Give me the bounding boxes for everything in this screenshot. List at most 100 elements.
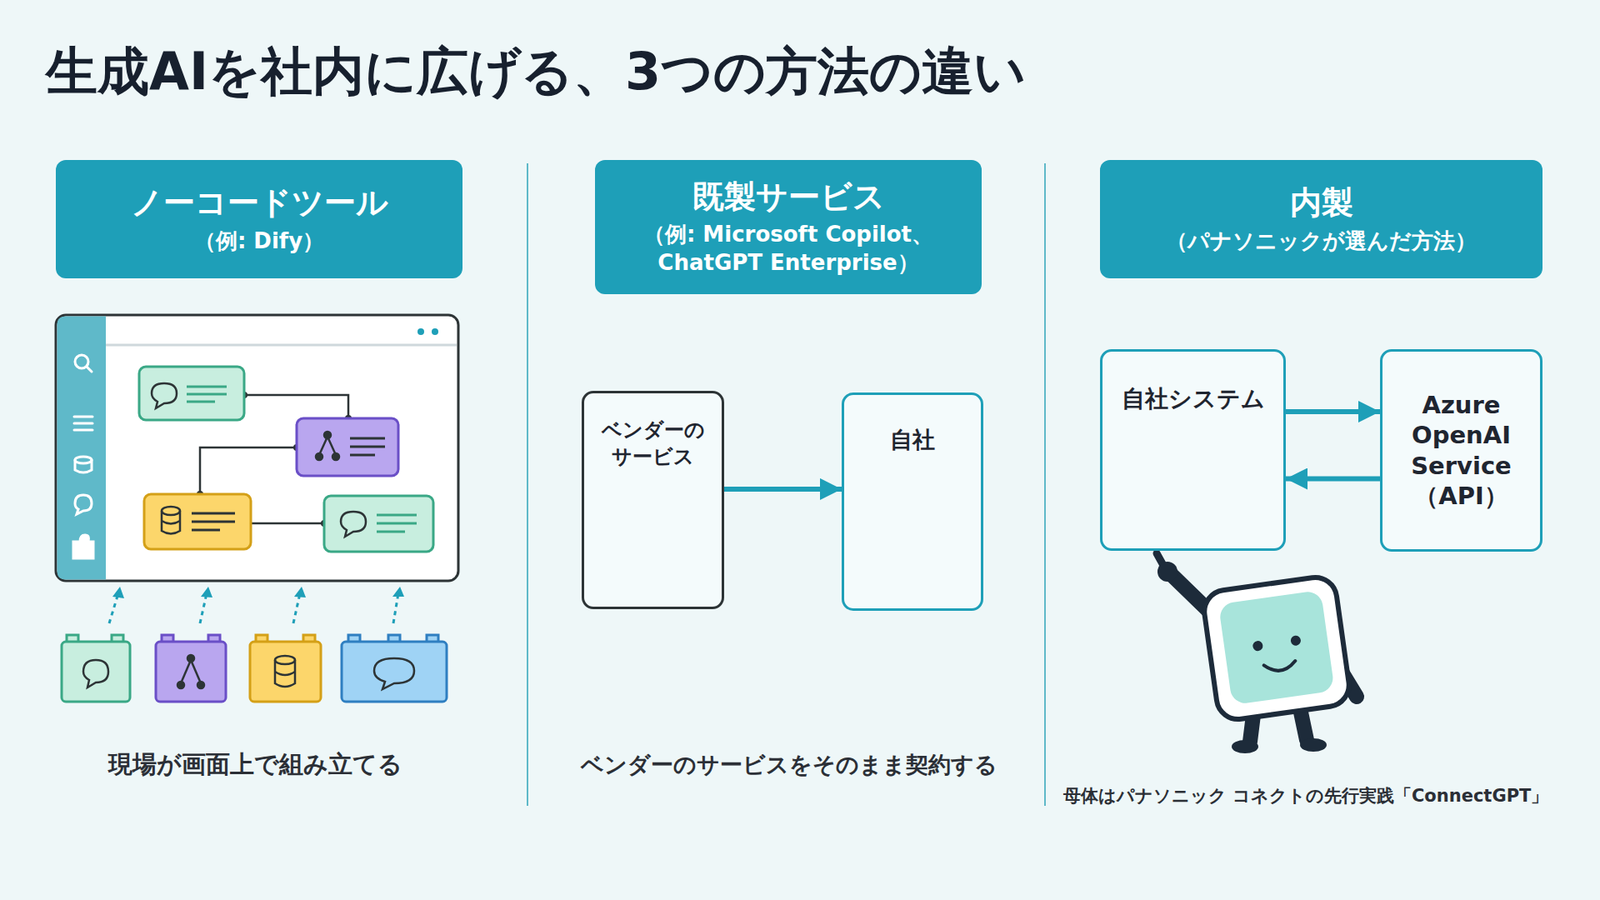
flow-block [161, 506, 180, 535]
sidebar-icon [75, 460, 92, 473]
flow-arrow [724, 486, 842, 492]
flow-block [161, 506, 180, 515]
mascot-character [1157, 561, 1178, 582]
mascot-character [1201, 575, 1352, 723]
sidebar-icon [74, 415, 93, 419]
flow-block [324, 495, 434, 552]
flow-block [161, 520, 180, 525]
flow-block [191, 520, 235, 524]
flow-block [139, 366, 434, 552]
flow-block [376, 522, 417, 525]
browser-window [57, 316, 107, 580]
box-label: ベンダーの サービス [599, 416, 708, 471]
sidebar-icon [74, 429, 93, 432]
sidebar-icon [73, 355, 94, 559]
box-label: 自社システム [1121, 383, 1265, 415]
flow-block [315, 453, 323, 460]
block-piece [275, 660, 295, 687]
api-box: Azure OpenAI Service （API） [1380, 349, 1543, 552]
browser-window [105, 344, 457, 347]
flow-arrow [1285, 409, 1380, 415]
dashed-arrow [109, 593, 119, 624]
mascot-character [1156, 553, 1357, 754]
diagram-title: 生成AIを社内に広げる、3つの方法の違い [45, 36, 1026, 107]
dashed-arrow-head [294, 586, 306, 598]
flow-block [319, 436, 328, 455]
column-header: 内製 （パナソニックが選んだ方法） [1100, 160, 1543, 279]
block-piece [177, 681, 185, 689]
flow-block [324, 431, 331, 439]
header-title: ノーコードツール [130, 182, 389, 224]
block-piece [83, 660, 109, 688]
sidebar-icon [75, 495, 92, 515]
mascot-character [1252, 640, 1265, 652]
mascot-character [1290, 635, 1302, 647]
header-title: 内製 [1290, 182, 1354, 224]
flow-block [376, 530, 405, 534]
flow-block [186, 400, 215, 404]
dashed-arrow-head [112, 586, 405, 599]
header-example: （パナソニックが選んだ方法） [1165, 227, 1477, 256]
dashed-arrow-head [200, 586, 213, 598]
mascot-character [1264, 660, 1297, 673]
flow-block [186, 393, 227, 396]
footnote: 母体はパナソニック コネクトの先行実践「ConnectGPT」 [1063, 784, 1550, 808]
mascot-character [1231, 740, 1259, 754]
dashed-arrow [393, 593, 399, 624]
flow-block [161, 510, 180, 535]
browser-window [431, 328, 439, 335]
column-caption: ベンダーのサービスをそのまま契約する [580, 750, 998, 780]
dashed-arrow-head [392, 586, 405, 597]
flow-block [332, 453, 340, 460]
sidebar-icon [74, 422, 93, 425]
flow-block [350, 437, 385, 440]
dashed-arrow [293, 593, 300, 624]
block-piece [180, 660, 191, 684]
system-box: 自社システム [1100, 349, 1286, 551]
block-piece [374, 658, 415, 690]
flow-block [191, 512, 235, 515]
browser-window [55, 315, 459, 581]
flow-block [151, 383, 177, 409]
block-piece [275, 655, 295, 665]
mascot-character [1201, 575, 1352, 723]
flow-block [191, 529, 220, 532]
flow-arrow [1285, 476, 1380, 482]
column-header: ノーコードツール （例: Dify） [55, 160, 463, 279]
block-piece [190, 660, 201, 684]
block-piece [341, 641, 447, 702]
mascot-character [1300, 738, 1327, 752]
block-piece [187, 655, 195, 662]
block-piece [197, 681, 205, 689]
column-divider [526, 163, 529, 806]
flow-block [350, 445, 385, 449]
flow-block [186, 385, 227, 389]
block-piece [155, 641, 226, 702]
flow-wire [200, 447, 297, 495]
company-box: 自社 [841, 392, 984, 611]
column-caption: 現場が画面上で組み立てる [108, 748, 403, 782]
browser-window [55, 315, 459, 581]
dashed-arrow-head [112, 586, 125, 599]
flow-block [376, 514, 417, 517]
header-example: （例: Microsoft Copilot、 ChatGPT Enterpris… [621, 220, 955, 278]
flow-wire [244, 395, 349, 419]
header-title: 既製サービス [692, 176, 885, 218]
mascot-character [1218, 590, 1335, 705]
flow-block [315, 431, 340, 460]
flow-block [296, 418, 399, 476]
flow-block [350, 454, 375, 457]
flow-wire [250, 522, 325, 525]
sidebar-icon [73, 535, 94, 559]
vendor-box: ベンダーの サービス [581, 390, 725, 610]
block-piece [250, 641, 321, 702]
column-divider [1044, 163, 1046, 806]
browser-window [417, 328, 425, 335]
box-label: 自社 [890, 425, 935, 455]
block-piece [275, 655, 295, 687]
header-example: （例: Dify） [194, 227, 325, 256]
flow-block [340, 511, 366, 537]
column-header: 既製サービス（例: Microsoft Copilot、 ChatGPT Ent… [595, 160, 982, 295]
flow-block [139, 366, 245, 420]
